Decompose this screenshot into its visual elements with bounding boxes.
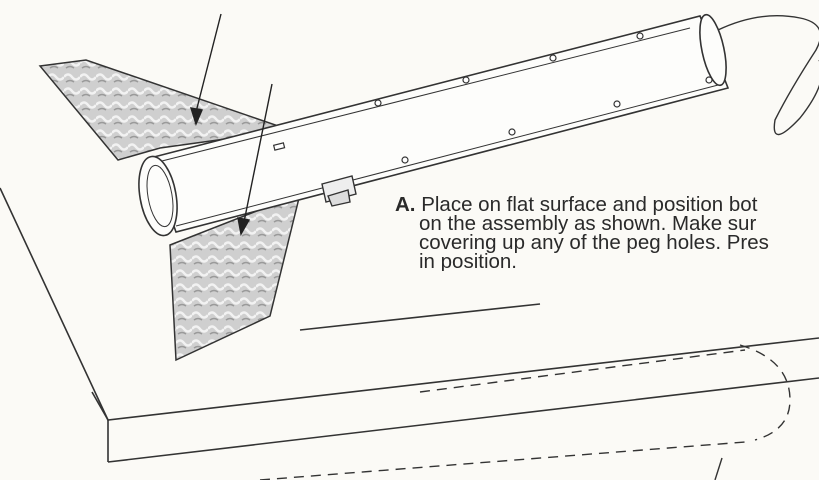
step-letter: A.	[395, 195, 416, 216]
instruction-text-block: A. Place on flat surface and position bo…	[395, 195, 819, 271]
flat-surface	[0, 187, 819, 463]
instruction-line-2: on the assembly as shown. Make sur	[419, 212, 757, 235]
dashed-part-outline	[259, 344, 791, 480]
body-tube	[138, 13, 730, 237]
pointer-arrows	[189, 13, 273, 237]
shock-cord	[717, 15, 819, 136]
instruction-line-4: in position.	[419, 250, 518, 271]
instruction-line-1: A. Place on flat surface and position bo…	[395, 195, 758, 216]
peg-holes	[272, 32, 713, 164]
pointer-line-bottom	[714, 457, 723, 480]
launch-lug	[321, 175, 357, 207]
instruction-line-3: covering up any of the peg holes. Pres	[419, 231, 769, 254]
